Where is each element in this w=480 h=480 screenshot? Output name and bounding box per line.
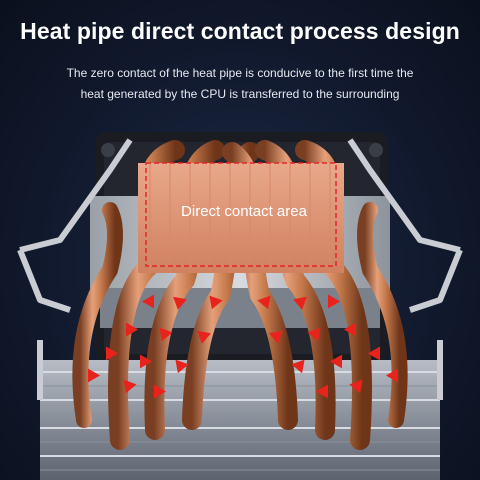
heat-flow-arrow-icon: [385, 368, 399, 383]
heat-flow-arrow-icon: [343, 322, 357, 337]
heat-flow-arrow-icon: [327, 294, 341, 309]
heat-flow-arrow-icon: [257, 295, 271, 310]
heat-flow-arrow-icon: [367, 346, 381, 361]
heat-flow-arrow-icon: [173, 296, 187, 310]
heat-flow-arrow-icon: [269, 330, 283, 344]
heat-flow-arrow-icon: [315, 384, 329, 399]
heat-flow-arrow-icon: [209, 295, 223, 310]
page-subtitle: The zero contact of the heat pipe is con…: [40, 63, 440, 105]
contact-area-label: Direct contact area: [181, 203, 307, 220]
heat-flow-arrow-icon: [175, 359, 189, 374]
heat-flow-arrow-icon: [329, 354, 343, 369]
heat-flow-arrow-icon: [141, 294, 155, 309]
contact-plate: [138, 162, 344, 273]
screw-hole: [369, 143, 383, 157]
subtitle-line-1: The zero contact of the heat pipe is con…: [66, 66, 414, 80]
heat-flow-arrow-icon: [105, 346, 119, 361]
heat-flow-arrow-icon: [293, 296, 307, 310]
heat-flow-arrow-icon: [159, 327, 173, 342]
heat-flow-arrow-icon: [307, 327, 321, 342]
page-title: Heat pipe direct contact process design: [20, 18, 460, 44]
screw-hole: [101, 143, 115, 157]
heat-flow-arrow-icon: [139, 354, 153, 369]
mounting-bracket-icon: [17, 138, 463, 400]
heat-flow-arrow-icon: [197, 330, 211, 344]
heat-flow-arrow-icon: [125, 322, 139, 337]
heat-flow-arrow-icon: [153, 384, 167, 399]
heat-flow-arrow-icon: [291, 359, 305, 374]
subtitle-line-2: heat generated by the CPU is transferred…: [80, 87, 400, 101]
heat-flow-arrow-icon: [123, 379, 137, 394]
contact-area-highlight: [145, 162, 337, 267]
heat-flow-arrow-icon: [349, 379, 363, 394]
fin-stack: [40, 360, 440, 480]
heat-flow-arrow-icon: [87, 368, 101, 383]
heat-flow-arrows: [87, 294, 399, 399]
